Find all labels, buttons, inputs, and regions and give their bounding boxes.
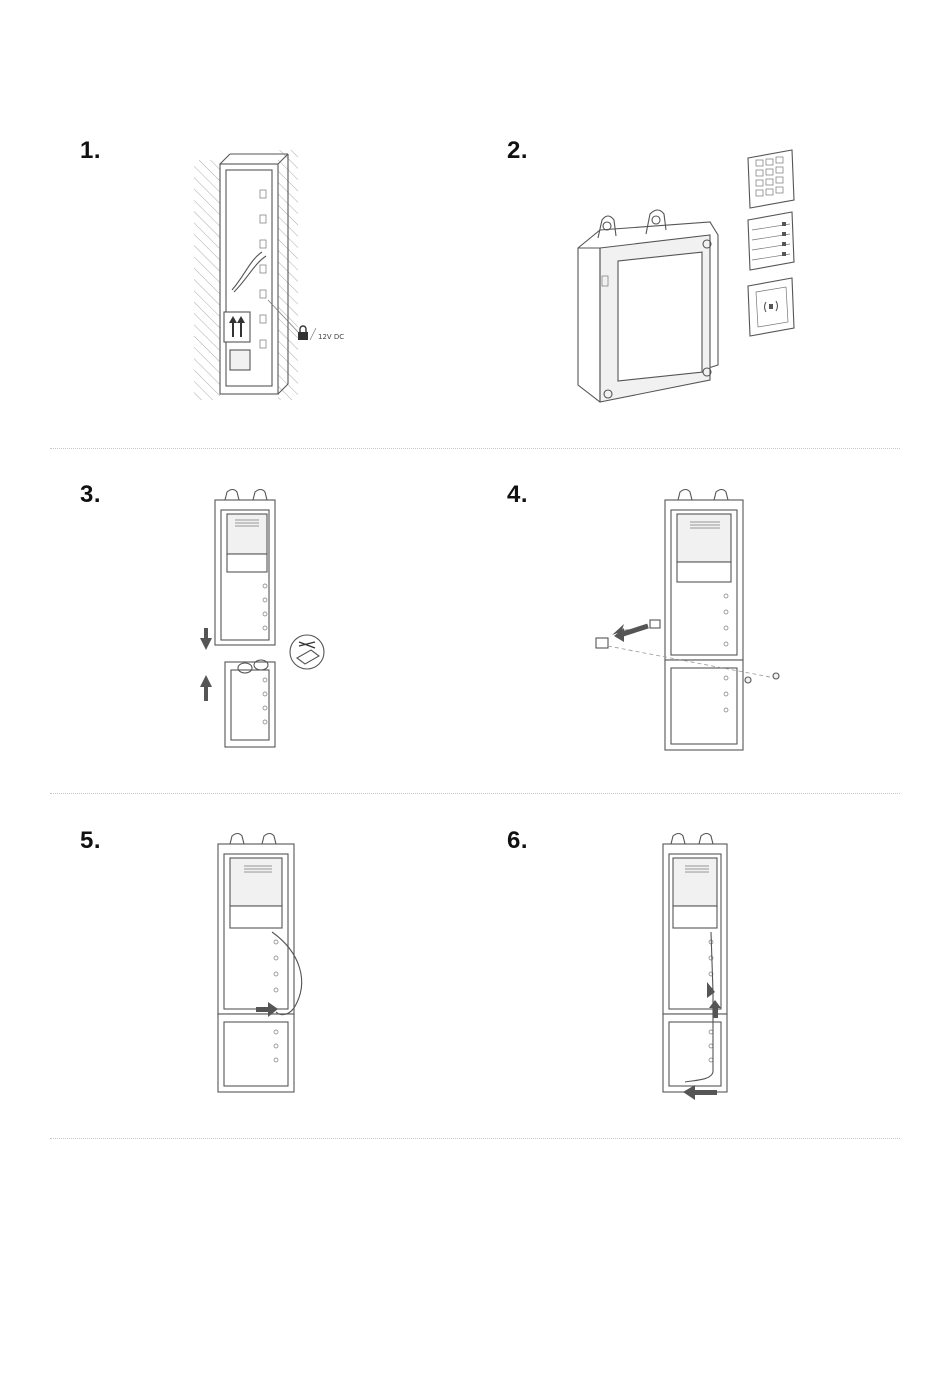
step-4-number: 4. xyxy=(507,481,528,509)
step-3-number: 3. xyxy=(80,481,101,509)
step-1-illustration: 12V DC xyxy=(190,140,360,410)
divider-row-2 xyxy=(50,793,900,794)
label-slash xyxy=(310,328,316,340)
step-5-illustration xyxy=(210,832,330,1097)
step-2-illustration xyxy=(570,140,810,410)
up-arrows-label xyxy=(224,312,250,342)
arrow-down-icon xyxy=(200,628,212,650)
step-2-number: 2. xyxy=(507,137,528,165)
upper-frame xyxy=(218,834,294,1015)
step-6-illustration xyxy=(655,832,775,1097)
lower-frame xyxy=(665,660,743,750)
upper-frame xyxy=(663,834,727,1015)
step-3-illustration xyxy=(195,490,335,755)
divider-row-1 xyxy=(50,448,900,449)
lower-frame xyxy=(218,1014,294,1092)
main-unit xyxy=(578,210,718,402)
no-gasket-icon xyxy=(290,635,324,669)
divider-row-3 xyxy=(50,1138,900,1139)
keypad-module xyxy=(748,150,794,208)
arrow-up-icon xyxy=(200,675,212,701)
screw-icon xyxy=(745,673,779,683)
voltage-label: 12V DC xyxy=(318,333,344,341)
lower-frame xyxy=(225,662,275,747)
button-module xyxy=(748,212,794,270)
upper-frame xyxy=(215,490,275,646)
step-1-number: 1. xyxy=(80,137,101,165)
step-5-number: 5. xyxy=(80,827,101,855)
rfid-reader-module xyxy=(748,278,794,336)
terminal-block xyxy=(230,350,250,370)
step-6-number: 6. xyxy=(507,827,528,855)
lock-icon xyxy=(298,326,308,340)
upper-frame xyxy=(665,490,743,661)
pull-out-arrow-icon xyxy=(612,624,648,642)
step-4-illustration xyxy=(590,486,790,756)
